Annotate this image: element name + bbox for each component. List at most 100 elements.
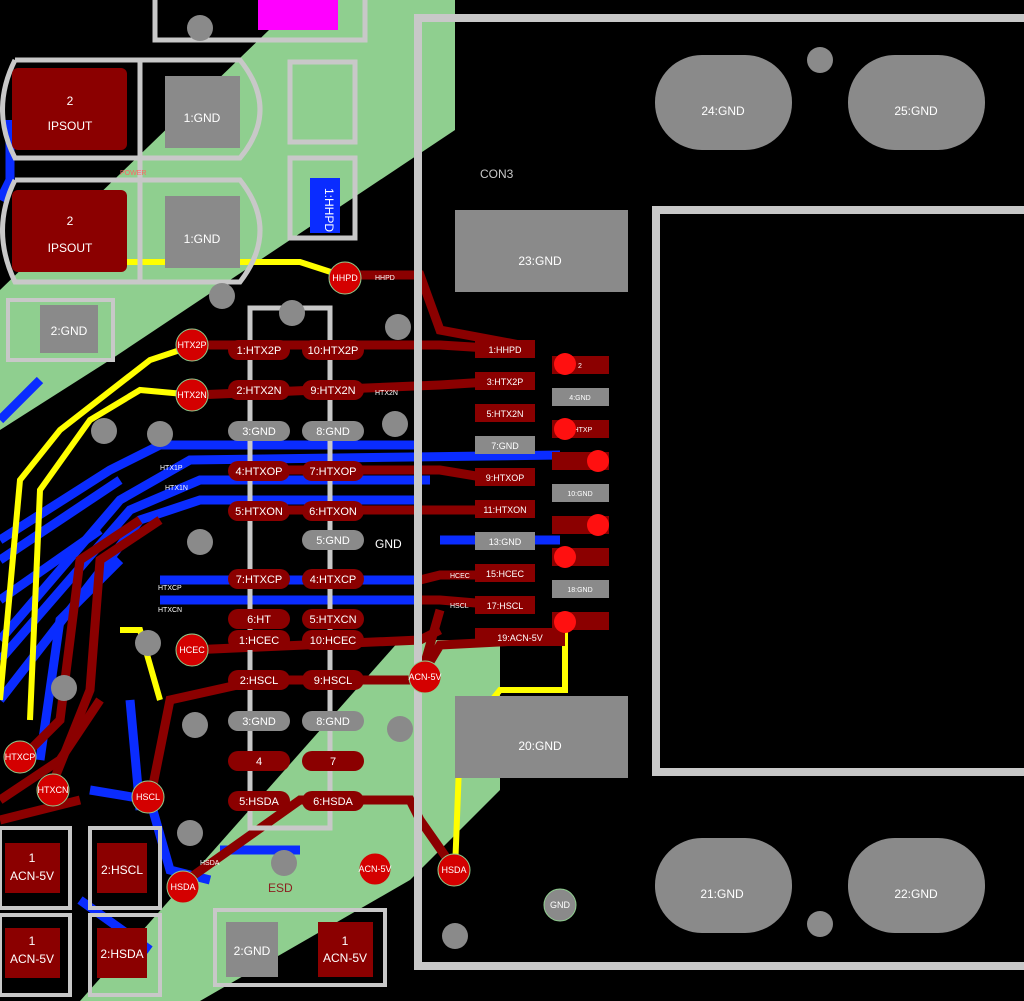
via-6[interactable]: HSCL — [131, 780, 165, 814]
esd-right-pad-6[interactable]: 4:HTXCP — [302, 569, 364, 589]
gnd-pad-1[interactable] — [165, 76, 240, 148]
via-0[interactable]: HHPD — [328, 261, 362, 295]
esd-left-pad-4[interactable]: 5:HTXON — [228, 501, 290, 521]
via-3[interactable]: HCEC — [175, 633, 209, 667]
via-4[interactable]: HTXCP — [3, 740, 37, 774]
net-label-power: POWER — [120, 170, 146, 177]
fine-pad-even-4[interactable]: 10:GND — [552, 484, 609, 502]
esd-left-pad-10[interactable]: 4 — [228, 751, 290, 771]
esd-left-pad-label-6: 7:HTXCP — [236, 574, 282, 586]
fine-pad-7[interactable]: 15:HCEC — [475, 564, 535, 582]
ipsout-pad-2[interactable] — [12, 190, 127, 272]
via-11[interactable]: GND — [543, 888, 577, 922]
fine-pad-9[interactable]: 19:ACN-5V — [475, 628, 565, 646]
esd-right-pad-12[interactable]: 6:HSDA — [302, 791, 364, 811]
hhpd-part[interactable] — [310, 178, 340, 233]
acn-part-1[interactable]: 1 ACN-5V — [0, 826, 72, 910]
pad-20[interactable]: 20:GND — [455, 696, 628, 778]
mount-pad-21[interactable]: 21:GND — [655, 838, 792, 933]
gnd-pad-2[interactable] — [165, 196, 240, 268]
mount-pad-22[interactable]: 22:GND — [848, 838, 985, 933]
power-part-1[interactable]: 2 IPSOUT 1:GND — [12, 68, 240, 150]
connector-title: CON3 — [480, 167, 514, 181]
fine-pad-label-5: 11:HTXON — [483, 505, 526, 515]
esd-left-pad-3[interactable]: 4:HTXOP — [228, 461, 290, 481]
fine-pad-2[interactable]: 5:HTX2N — [475, 404, 535, 422]
via-label-0: HHPD — [332, 273, 358, 283]
esd-right-pad-7[interactable]: 5:HTXCN — [302, 609, 364, 629]
fine-pad-even-7[interactable]: 18:GND — [552, 580, 609, 598]
via-2[interactable]: HTX2N — [175, 378, 209, 412]
gnd-acn-part[interactable]: 2:GND 1 ACN-5V — [213, 908, 387, 987]
esd-right-pad-2[interactable]: 8:GND — [302, 421, 364, 441]
pad-20-label: 20:GND — [518, 739, 562, 753]
gnd-pad-label-1: 1:GND — [184, 111, 221, 125]
acn-part-1-net: ACN-5V — [10, 869, 54, 883]
via-label-2: HTX2N — [177, 390, 207, 400]
gnd-part-pad[interactable] — [40, 305, 98, 353]
acn-part-2[interactable]: 1 ACN-5V — [0, 913, 72, 997]
via-label-1: HTX2P — [177, 340, 206, 350]
acn-part-1-pin: 1 — [29, 851, 36, 865]
esd-right-pad-11[interactable]: 7 — [302, 751, 364, 771]
esd-right-pad-9[interactable]: 9:HSCL — [302, 670, 364, 690]
fine-pad-label-4: 9:HTXOP — [486, 473, 525, 483]
via-label-6: HSCL — [136, 792, 160, 802]
esd-left-pad-11[interactable]: 5:HSDA — [228, 791, 290, 811]
esd-right-pad-10[interactable]: 8:GND — [302, 711, 364, 731]
esd-right-pad-1[interactable]: 9:HTX2N — [302, 380, 364, 400]
esd-right-pad-0[interactable]: 10:HTX2P — [302, 340, 364, 360]
esd-left-pad-2[interactable]: 3:GND — [228, 421, 290, 441]
esd-left-pad-9[interactable]: 3:GND — [228, 711, 290, 731]
fine-pad-label-2: 5:HTX2N — [486, 409, 523, 419]
acn-part-2-pin: 1 — [29, 934, 36, 948]
via-8[interactable]: ACN-5V — [408, 660, 442, 694]
fine-pad-6[interactable]: 13:GND — [475, 532, 535, 550]
esd-left-pad-1[interactable]: 2:HTX2N — [228, 380, 290, 400]
esd-right-pad-8[interactable]: 10:HCEC — [302, 630, 364, 650]
esd-right-pad-3[interactable]: 7:HTXOP — [302, 461, 364, 481]
via-9[interactable]: ACN-5V — [358, 852, 392, 886]
gnd-via-2 — [279, 300, 305, 326]
fine-pad-even-1[interactable]: 4:GND — [552, 388, 609, 406]
gnd-via-0 — [187, 15, 213, 41]
fine-pad-8[interactable]: 17:HSCL — [475, 596, 535, 614]
esd-left-pad-0[interactable]: 1:HTX2P — [228, 340, 290, 360]
via-5[interactable]: HTXCN — [36, 773, 70, 807]
fine-pad-4[interactable]: 9:HTXOP — [475, 468, 535, 486]
test-point-1 — [554, 418, 576, 440]
gnd-via-3 — [385, 314, 411, 340]
via-10[interactable]: HSDA — [437, 853, 471, 887]
fine-pad-3[interactable]: 7:GND — [475, 436, 535, 454]
net-label-htxcn: HTXCN — [158, 607, 182, 614]
gnd-via-7 — [187, 529, 213, 555]
hscl-part[interactable]: 2:HSCL — [88, 826, 162, 910]
esd-left-pad-label-5: 6:HT — [247, 614, 271, 626]
esd-right-pad-label-10: 8:GND — [316, 716, 350, 728]
fine-pad-0[interactable]: 1:HHPD — [475, 340, 535, 358]
fine-pad-1[interactable]: 3:HTX2P — [475, 372, 535, 390]
power-part-2[interactable]: 2 IPSOUT 1:GND — [12, 190, 240, 272]
mount-pad-25[interactable]: 25:GND — [848, 55, 985, 150]
esd-left-pad-label-2: 3:GND — [242, 426, 276, 438]
fine-pad-5[interactable]: 11:HTXON — [475, 500, 535, 518]
fine-pad-even-label-1: 4:GND — [569, 395, 590, 402]
via-label-8: ACN-5V — [408, 672, 441, 682]
test-point-2 — [587, 450, 609, 472]
pad-23[interactable]: 23:GND — [455, 210, 628, 292]
esd-left-pad-6[interactable]: 7:HTXCP — [228, 569, 290, 589]
esd-left-pad-8[interactable]: 2:HSCL — [228, 670, 290, 690]
via-7[interactable]: HSDA — [166, 870, 200, 904]
hsda-part[interactable]: 2:HSDA — [88, 913, 162, 997]
mount-pad-24[interactable]: 24:GND — [655, 55, 792, 150]
ipsout-pad-1[interactable] — [12, 68, 127, 150]
esd-left-pad-5[interactable]: 6:HT — [228, 609, 290, 629]
esd-right-pad-5[interactable]: 5:GND — [302, 530, 364, 550]
esd-left-pad-7[interactable]: 1:HCEC — [228, 630, 290, 650]
esd-right-pad-4[interactable]: 6:HTXON — [302, 501, 364, 521]
via-1[interactable]: HTX2P — [175, 328, 209, 362]
test-point-4 — [554, 546, 576, 568]
esd-right-pad-label-1: 9:HTX2N — [310, 385, 355, 397]
